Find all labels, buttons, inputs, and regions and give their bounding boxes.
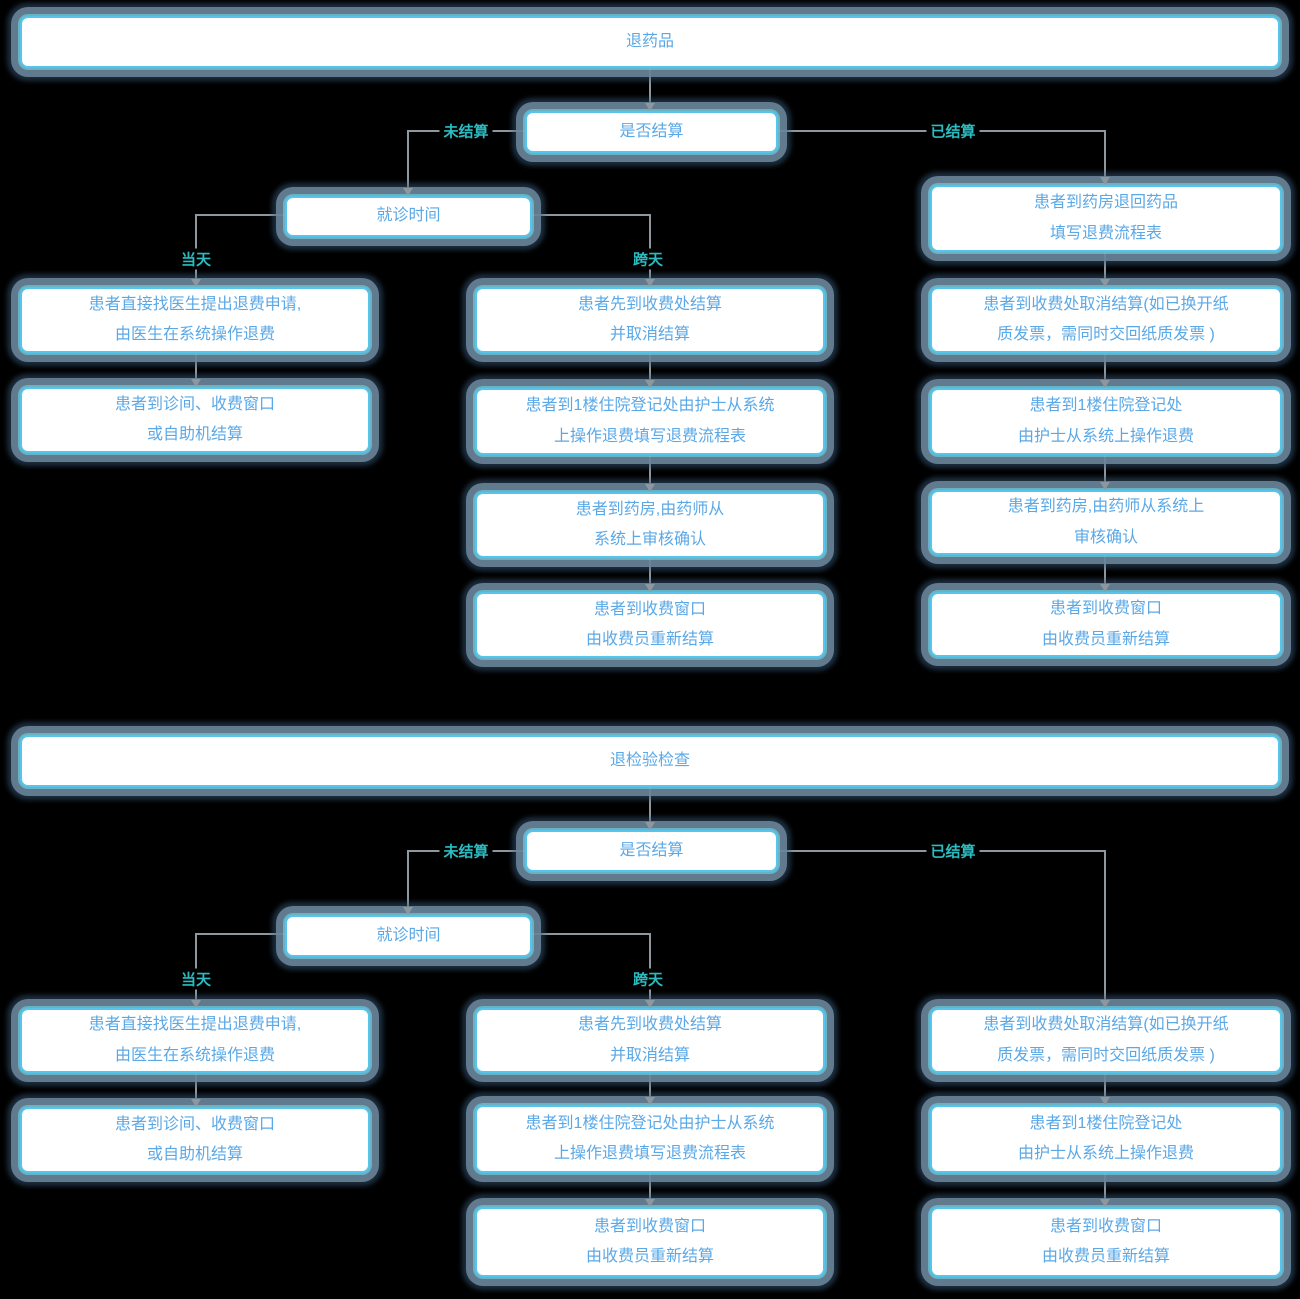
chart1-same-day-step: 患者到诊间、收费窗口 或自助机结算 [20,387,370,453]
connector-arrowhead [645,103,655,111]
connector-arrowhead [191,1099,201,1107]
chart2-settled-step: 患者到收费窗口 由收费员重新结算 [930,1207,1282,1277]
chart1-cross-day-step: 患者先到收费处结算 并取消结算 [475,287,825,353]
connector-line [1104,453,1106,490]
connector-arrowhead [1100,1199,1110,1207]
connector-arrowhead [191,279,201,287]
connector-line [196,214,285,216]
connector-arrowhead [645,584,655,592]
chart1-cross-day-step: 患者到药房,由药师从 系统上审核确认 [475,492,825,558]
connector-line [196,933,285,935]
connector-line [649,351,651,388]
connector-line [532,214,650,216]
connector-line [649,66,651,111]
chart2-settled-step: 患者到收费处取消结算(如已换开纸 质发票，需同时交回纸质发票 ) [930,1008,1282,1073]
connector-line [1104,553,1106,592]
branch-label-cross-day: 跨天 [628,968,668,990]
connector-line [1104,351,1106,388]
chart1-cross-day-step: 患者到收费窗口 由收费员重新结算 [475,592,825,658]
connector-line [195,351,197,387]
connector-arrowhead [1100,177,1110,185]
connector-line [407,850,409,916]
branch-label-cross-day: 跨天 [628,248,668,270]
connector-arrowhead [1100,1097,1110,1105]
connector-arrowhead [1100,279,1110,287]
connector-arrowhead [191,1000,201,1008]
connector-arrowhead [645,1000,655,1008]
connector-line [649,556,651,592]
connector-line [649,453,651,492]
connector-arrowhead [645,1097,655,1105]
connector-line [532,933,650,935]
chart1-visit-time-box: 就诊时间 [285,196,532,237]
connector-arrowhead [403,907,413,915]
chart2-title-box: 退检验检查 [20,735,1280,787]
connector-line [1104,850,1106,1009]
branch-label-settled: 已结算 [926,840,980,862]
chart2-same-day-step: 患者直接找医生提出退费申请, 由医生在系统操作退费 [20,1008,370,1073]
chart1-settled-step: 患者到收费窗口 由收费员重新结算 [930,592,1282,657]
chart1-settled-step: 患者到药房退回药品 填写退费流程表 [930,185,1282,252]
connector-arrowhead [645,484,655,492]
branch-label-not-settled: 未结算 [439,120,493,142]
connector-arrowhead [1100,1000,1110,1008]
connector-arrowhead [645,822,655,830]
chart2-cross-day-step: 患者到1楼住院登记处由护士从系统 上操作退费填写退费流程表 [475,1105,825,1173]
branch-label-same-day: 当天 [176,248,216,270]
connector-line [1104,1171,1106,1208]
connector-line [195,1071,197,1108]
chart1-cross-day-step: 患者到1楼住院登记处由护士从系统 上操作退费填写退费流程表 [475,388,825,455]
connector-line [1104,1071,1106,1106]
connector-arrowhead [191,379,201,387]
chart2-cross-day-step: 患者到收费窗口 由收费员重新结算 [475,1207,825,1277]
chart2-settled-step: 患者到1楼住院登记处 由护士从系统上操作退费 [930,1105,1282,1173]
chart2-decision-box: 是否结算 [525,830,778,872]
chart1-settled-step: 患者到药房,由药师从系统上 审核确认 [930,490,1282,555]
chart2-visit-time-box: 就诊时间 [285,915,532,957]
connector-arrowhead [645,1199,655,1207]
connector-line [1104,130,1106,185]
connector-arrowhead [645,380,655,388]
connector-arrowhead [403,188,413,196]
connector-arrowhead [1100,584,1110,592]
connector-arrowhead [1100,380,1110,388]
chart2-cross-day-step: 患者先到收费处结算 并取消结算 [475,1008,825,1073]
connector-line [649,1171,651,1208]
branch-label-settled: 已结算 [926,120,980,142]
chart2-same-day-step: 患者到诊间、收费窗口 或自助机结算 [20,1107,370,1173]
chart1-title-box: 退药品 [20,16,1280,68]
chart1-decision-box: 是否结算 [525,111,778,153]
branch-label-not-settled: 未结算 [439,840,493,862]
branch-label-same-day: 当天 [176,968,216,990]
connector-line [1104,250,1106,287]
connector-line [649,785,651,832]
chart1-settled-step: 患者到1楼住院登记处 由护士从系统上操作退费 [930,388,1282,455]
connector-line [407,130,409,196]
connector-line [649,1071,651,1106]
chart1-settled-step: 患者到收费处取消结算(如已换开纸 质发票，需同时交回纸质发票 ) [930,287,1282,353]
chart1-same-day-step: 患者直接找医生提出退费申请, 由医生在系统操作退费 [20,287,370,353]
connector-arrowhead [1100,482,1110,490]
connector-arrowhead [645,279,655,287]
